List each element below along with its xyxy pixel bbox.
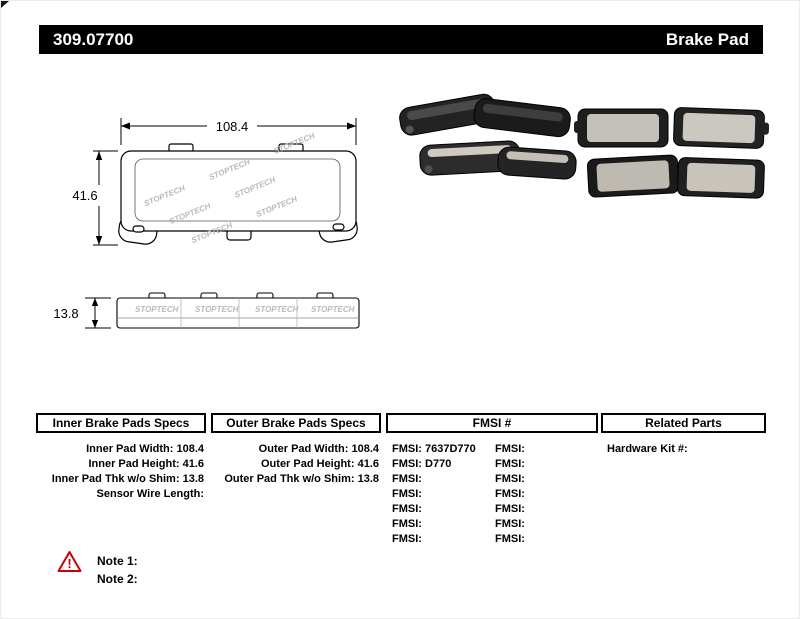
note-1: Note 1:: [97, 554, 138, 568]
width-dimension-lines: [120, 118, 357, 145]
fmsi-row: FMSI:: [495, 533, 525, 545]
spec-value: 13.8: [357, 473, 379, 485]
fmsi-row: FMSI:: [392, 488, 422, 500]
pad-photo: [673, 107, 769, 149]
spec-label: Inner Pad Thk w/o Shim:: [51, 473, 180, 485]
pad-photo: [574, 108, 669, 148]
fmsi-row: FMSI:: [495, 503, 525, 515]
spec-row: Sensor Wire Length:: [36, 487, 204, 502]
spec-row: Outer Pad Height: 41.6: [211, 457, 379, 472]
inner-specs-rows: Inner Pad Width: 108.4 Inner Pad Height:…: [36, 442, 204, 502]
pad-profile-outline: [116, 292, 360, 329]
spec-label: Sensor Wire Length:: [96, 488, 204, 500]
spec-row: Outer Pad Width: 108.4: [211, 442, 379, 457]
fmsi-row: FMSI:: [392, 503, 422, 515]
corner-artifact: [1, 1, 9, 8]
related-row: Hardware Kit #:: [607, 443, 688, 455]
spec-value: 108.4: [176, 443, 204, 455]
fmsi-row: FMSI:: [392, 518, 422, 530]
fmsi-row: FMSI:: [392, 533, 422, 545]
related-parts-header: Related Parts: [601, 413, 766, 433]
spec-value: 41.6: [182, 458, 204, 470]
fmsi-row: FMSI:: [495, 458, 525, 470]
outer-specs-rows: Outer Pad Width: 108.4 Outer Pad Height:…: [211, 442, 379, 487]
fmsi-row: FMSI:: [495, 518, 525, 530]
arrowhead-left: [121, 122, 130, 130]
spec-row: Inner Pad Height: 41.6: [36, 457, 204, 472]
side-view-diagram: 13.8 STOPTECH STOPTECH STOPTECH STOPTECH: [53, 292, 360, 329]
arrowhead-up: [91, 298, 99, 306]
svg-text:STOPTECH: STOPTECH: [311, 305, 355, 314]
note-2: Note 2:: [97, 572, 138, 586]
stoptech-watermark: STOPTECH STOPTECH STOPTECH STOPTECH: [135, 305, 355, 314]
arrowhead-up: [95, 151, 103, 160]
spec-value: 108.4: [351, 443, 379, 455]
header-bar: 309.07700 Brake Pad: [39, 25, 763, 54]
part-number: 309.07700: [53, 29, 134, 49]
svg-text:STOPTECH: STOPTECH: [195, 305, 239, 314]
fmsi-row: FMSI: D770: [392, 458, 452, 470]
spec-row: Outer Pad Thk w/o Shim: 13.8: [211, 472, 379, 487]
spec-row: Inner Pad Thk w/o Shim: 13.8: [36, 472, 204, 487]
fmsi-row: FMSI:: [495, 443, 525, 455]
friction-surface-outline: [134, 158, 341, 222]
pad-photo: [473, 98, 571, 138]
fmsi-row: FMSI:: [392, 473, 422, 485]
outer-specs-header: Outer Brake Pads Specs: [211, 413, 381, 433]
pad-photo: [677, 157, 765, 199]
fmsi-row: FMSI: 7637D770: [392, 443, 476, 455]
fmsi-row: FMSI:: [495, 488, 525, 500]
arrowhead-down: [91, 320, 99, 328]
spec-value: 41.6: [357, 458, 379, 470]
spec-label: Outer Pad Width:: [258, 443, 349, 455]
notes-section: ! Note 1: Note 2:: [57, 550, 138, 588]
svg-text:!: !: [67, 556, 71, 571]
product-photo-right: [574, 107, 769, 199]
front-view-diagram: 108.4 41.6 STOPTECH STOPTECH STOPTECH: [72, 118, 358, 246]
spec-label: Inner Pad Height:: [88, 458, 180, 470]
note-lines: Note 1: Note 2:: [97, 552, 138, 588]
fmsi-rows: FMSI: 7637D770 FMSI: FMSI: D770 FMSI: FM…: [386, 442, 598, 547]
spec-label: Outer Pad Height:: [261, 458, 355, 470]
height-dimension-label: 41.6: [72, 188, 97, 203]
pad-photo: [497, 146, 577, 180]
arrowhead-down: [95, 236, 103, 245]
product-photo-left: [399, 93, 577, 180]
svg-text:STOPTECH: STOPTECH: [135, 305, 179, 314]
spec-label: Outer Pad Thk w/o Shim:: [224, 473, 355, 485]
spec-value: 13.8: [182, 473, 204, 485]
inner-specs-header: Inner Brake Pads Specs: [36, 413, 206, 433]
spec-label: Inner Pad Width:: [86, 443, 174, 455]
thickness-dimension-lines: [85, 297, 111, 329]
pad-photo: [586, 154, 680, 198]
thickness-dimension-label: 13.8: [53, 306, 78, 321]
product-name: Brake Pad: [665, 29, 749, 49]
fmsi-header: FMSI #: [386, 413, 598, 433]
fmsi-row: FMSI:: [495, 473, 525, 485]
svg-text:STOPTECH: STOPTECH: [255, 305, 299, 314]
spec-row: Inner Pad Width: 108.4: [36, 442, 204, 457]
arrowhead-right: [347, 122, 356, 130]
related-parts-rows: Hardware Kit #:: [601, 442, 766, 457]
width-dimension-label: 108.4: [216, 119, 249, 134]
warning-triangle-icon: !: [57, 551, 82, 572]
